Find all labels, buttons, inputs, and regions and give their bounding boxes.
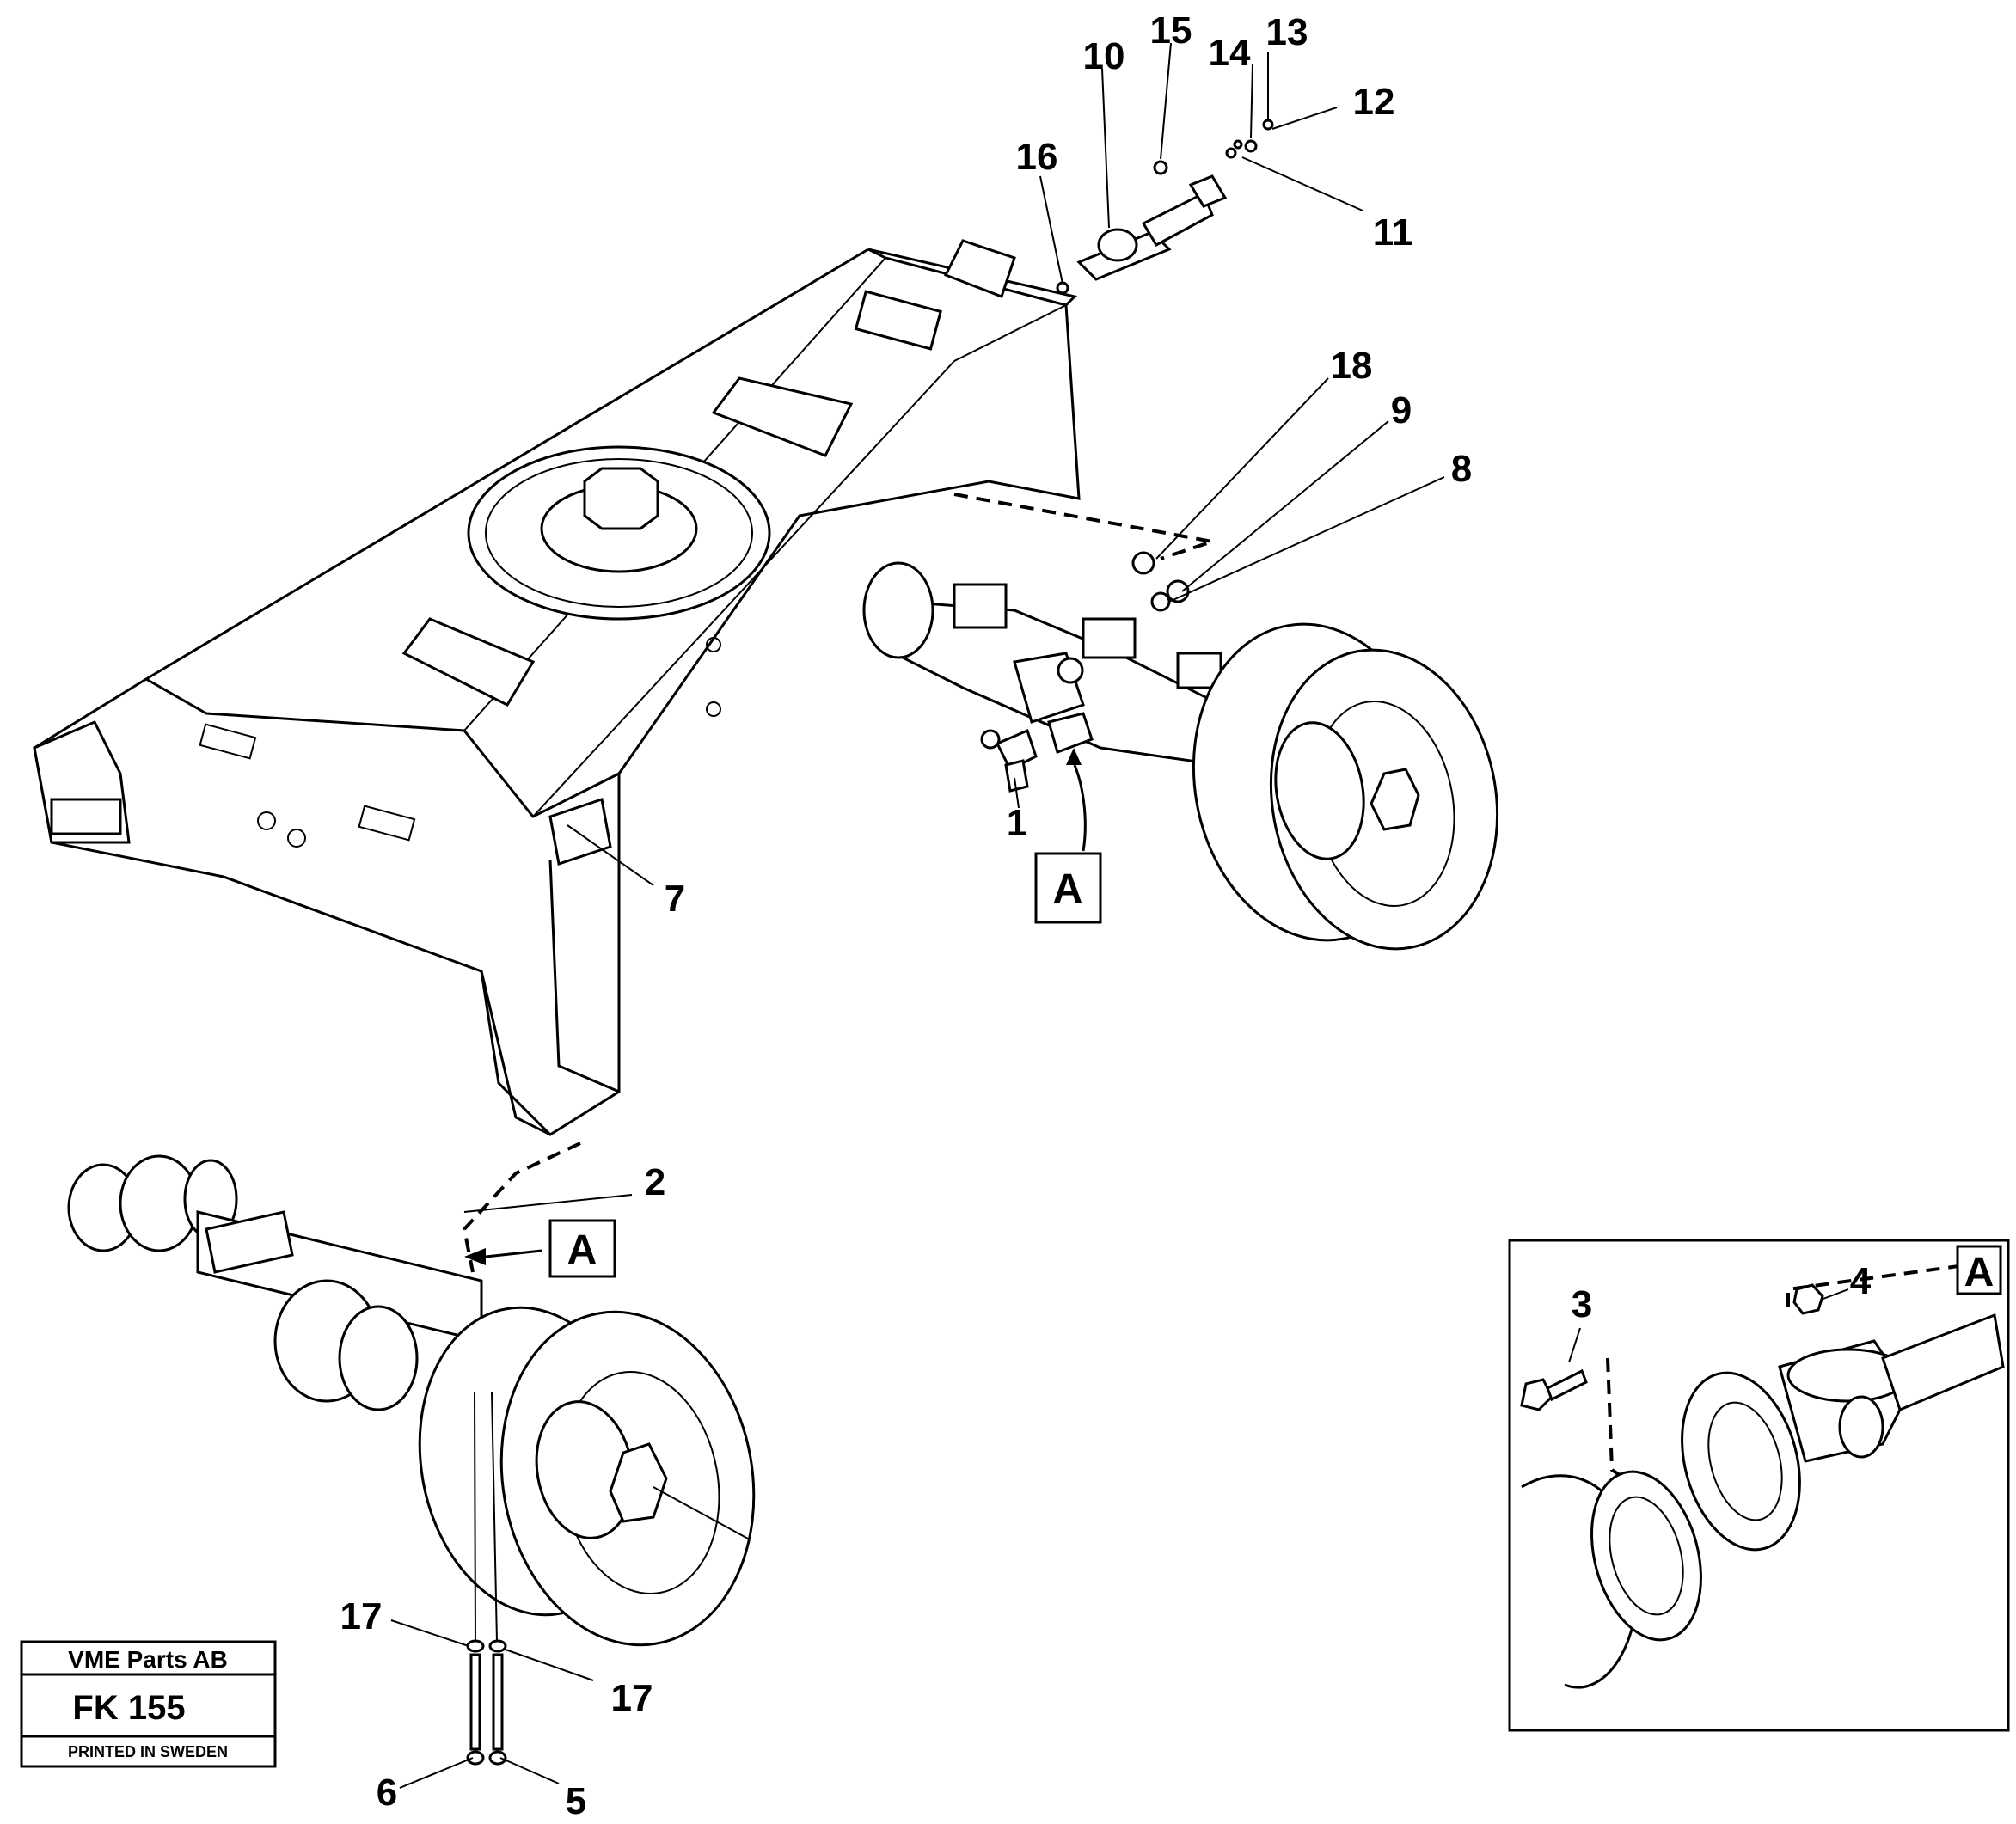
front-axle-assembly (862, 551, 1240, 793)
rear-wheel (418, 1306, 756, 1647)
stamp-printed: PRINTED IN SWEDEN (68, 1743, 228, 1760)
callout-11: 11 (1373, 211, 1413, 254)
callout-7: 7 (665, 878, 685, 920)
stamp-company: VME Parts AB (68, 1646, 228, 1673)
callout-numbers: 1 2 3 4 5 6 7 8 9 10 11 12 13 14 15 16 1… (340, 9, 1872, 1822)
detail-ref-inset: A (1964, 1250, 1995, 1295)
callout-18: 18 (1331, 345, 1373, 387)
stamp-code: FK 155 (72, 1689, 185, 1727)
steering-cylinder (1056, 119, 1274, 295)
callout-9: 9 (1391, 389, 1412, 432)
chassis-frame (33, 239, 1081, 1136)
callout-8: 8 (1451, 448, 1472, 490)
detail-ref-main: A (1053, 866, 1083, 912)
inset-detail-a (1508, 1239, 2010, 1732)
callout-3: 3 (1572, 1283, 1592, 1325)
callout-12: 12 (1353, 81, 1395, 123)
callout-1: 1 (1007, 802, 1027, 844)
connection-dashed-lines (462, 493, 1978, 1480)
detail-reference-boxes: A A A (548, 852, 1995, 1295)
callout-14: 14 (1209, 32, 1251, 74)
callout-16: 16 (1016, 136, 1058, 178)
detail-arrows (464, 748, 1087, 1265)
callout-6: 6 (377, 1772, 397, 1814)
front-wheel (1192, 622, 1499, 951)
rear-bolts (466, 1392, 507, 1766)
callout-4: 4 (1850, 1260, 1872, 1302)
callout-17-lower: 17 (611, 1677, 653, 1719)
title-stamp: VME Parts AB FK 155 PRINTED IN SWEDEN (20, 1640, 277, 1768)
callout-5: 5 (566, 1780, 586, 1822)
callout-10: 10 (1083, 35, 1125, 77)
callout-13: 13 (1266, 11, 1308, 53)
leader-lines (390, 42, 1849, 1789)
callout-2: 2 (645, 1161, 665, 1203)
detail-ref-rear: A (567, 1227, 597, 1273)
callout-15: 15 (1150, 9, 1192, 52)
callout-17-upper: 17 (340, 1595, 383, 1637)
